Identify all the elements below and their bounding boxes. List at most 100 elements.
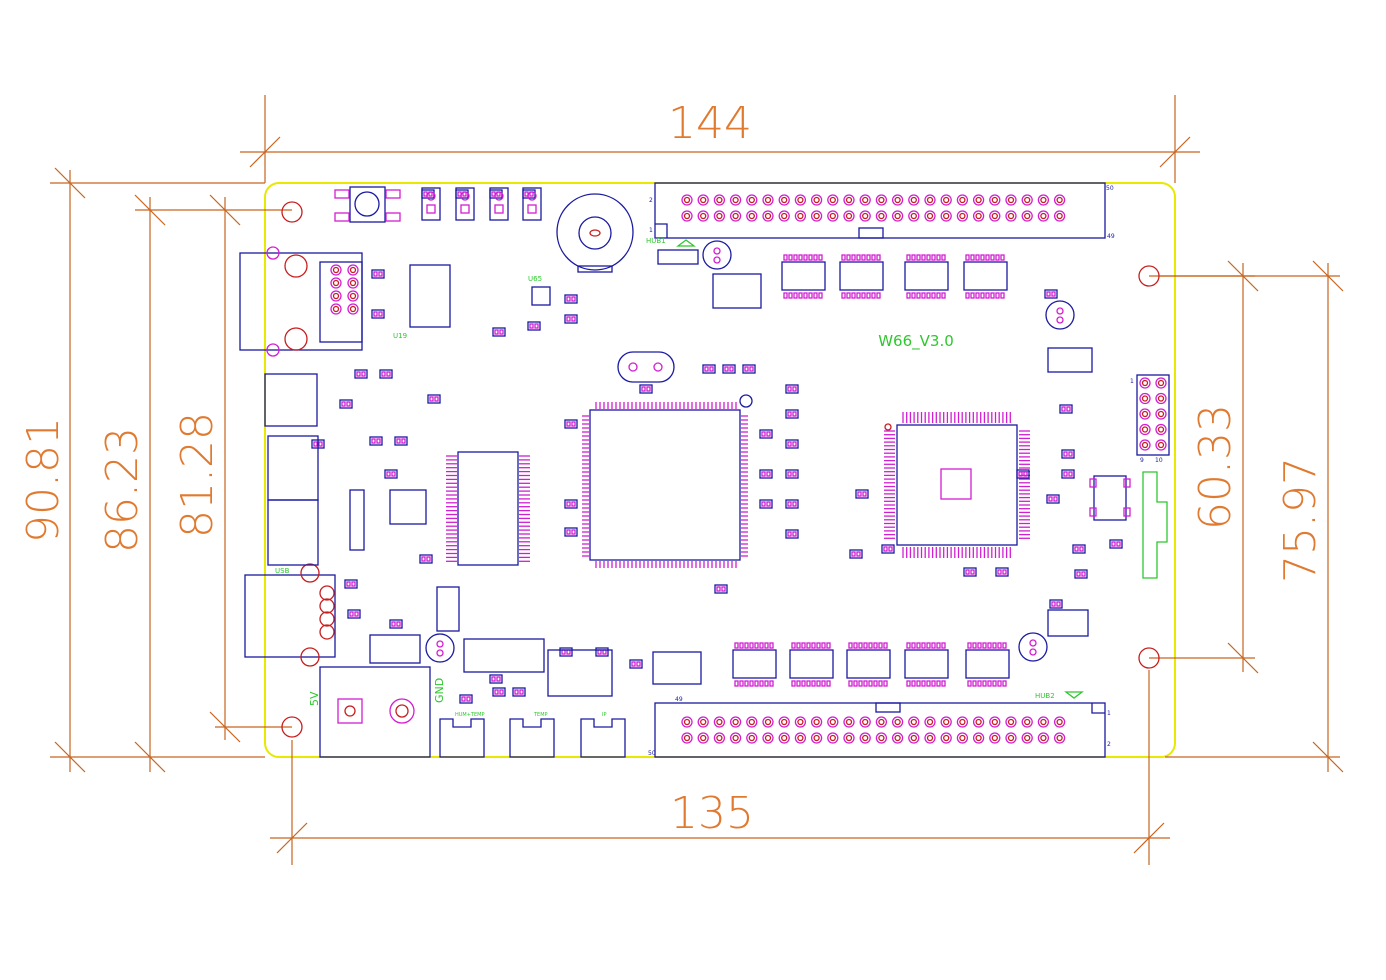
push-button [334, 186, 401, 223]
ic-pin [883, 680, 888, 687]
pin-pad [875, 210, 888, 222]
smd-pad [499, 329, 504, 335]
ic-pin [791, 680, 796, 687]
pin-pad [729, 210, 742, 222]
ic-pin [931, 254, 936, 261]
smd-pad [494, 329, 499, 335]
ic-pin [921, 254, 926, 261]
ic-pin [936, 292, 941, 299]
cap-pad [713, 256, 721, 264]
ic-pin [793, 254, 798, 261]
pin-hole [829, 212, 836, 220]
pin-pad [859, 716, 871, 728]
smd-pad [862, 491, 867, 497]
ic-pin [866, 292, 871, 299]
pin-label: 49 [1107, 233, 1115, 240]
ic-pin [868, 680, 873, 687]
hub1-connector: HUB1 2 1 50 49 [646, 182, 1115, 247]
passive-components [264, 187, 1123, 704]
smd-component [1072, 544, 1086, 554]
pin-pad [347, 290, 359, 302]
component-outline [267, 435, 319, 501]
smd-component [785, 469, 799, 479]
smd-component [489, 674, 503, 684]
ic-pin [876, 254, 881, 261]
smd-pad [792, 471, 797, 477]
smd-pad [318, 441, 323, 447]
smd-component [785, 439, 799, 449]
ic-pin [798, 292, 803, 299]
pin-hole [1040, 734, 1047, 742]
pin-pad [843, 732, 855, 744]
pin-hole [716, 212, 723, 220]
pin-label: 1 [1130, 378, 1134, 385]
pin-hole [1141, 441, 1149, 449]
pin-pad [843, 716, 855, 728]
pin-pad [908, 716, 920, 728]
ic-pin [977, 680, 982, 687]
pin-hole [683, 212, 691, 220]
pin-pad [859, 210, 871, 222]
smd-pad [429, 396, 434, 402]
pin-hole [1007, 212, 1015, 220]
hub2-label: HUB2 [1035, 692, 1055, 700]
pin-hole [797, 196, 804, 204]
ic-pin [997, 642, 1002, 649]
pin-hole [926, 212, 934, 220]
component-outline [267, 499, 319, 566]
ic-pin [911, 680, 916, 687]
ic-pin [749, 642, 754, 649]
ic-pin [739, 680, 744, 687]
pin-pad [347, 303, 359, 315]
smd-pad [491, 676, 496, 682]
pin-pad [1037, 732, 1050, 744]
smd-pad [571, 296, 576, 302]
pin-pad [875, 732, 888, 744]
pin-hole [781, 718, 788, 726]
six-pin-header [652, 651, 702, 685]
pin-pad [681, 194, 693, 206]
smd-component [354, 369, 368, 379]
pin-hole [732, 212, 739, 220]
pin-hole [829, 718, 836, 726]
smd-component [849, 549, 863, 559]
smd-pad [376, 438, 381, 444]
u65-label: U65 [528, 275, 542, 283]
pin-hole [332, 279, 340, 287]
cap-pad [1056, 307, 1064, 315]
dimension-left-inner: 81.28 [172, 194, 292, 743]
pin-hole [764, 718, 772, 726]
pin-label: 2 [1107, 741, 1111, 748]
pin-pad [729, 716, 742, 728]
pin-hole [1056, 734, 1063, 742]
pin-pad [908, 732, 920, 744]
smd-pad [1023, 471, 1028, 477]
ic-pin [911, 254, 916, 261]
pin-pad [1139, 439, 1151, 451]
ic-pin [967, 680, 972, 687]
pin-hole [829, 196, 836, 204]
dimension-bottom: 135 [270, 670, 1170, 865]
pin-pad [1139, 392, 1151, 405]
smd-pad [761, 471, 766, 477]
pin-pad [924, 210, 936, 222]
component-outline [1047, 609, 1089, 637]
component-outline [547, 649, 613, 697]
ic-pin [982, 680, 987, 687]
cap-pad [1029, 648, 1037, 656]
smd-pad [566, 501, 571, 507]
ic-pin [769, 642, 774, 649]
smd-pad [631, 661, 636, 667]
smd-pad [646, 386, 651, 392]
smd-pad [351, 581, 356, 587]
smd-pad [766, 501, 771, 507]
pin-hole [959, 212, 966, 220]
pin-pad [1155, 408, 1167, 420]
smd-pad [792, 441, 797, 447]
pin-pad [827, 210, 839, 222]
ic-pin [759, 680, 764, 687]
smd-pad [386, 471, 391, 477]
smd-component [714, 584, 728, 594]
smd-pad [1063, 451, 1068, 457]
pin-hole [1157, 410, 1165, 418]
